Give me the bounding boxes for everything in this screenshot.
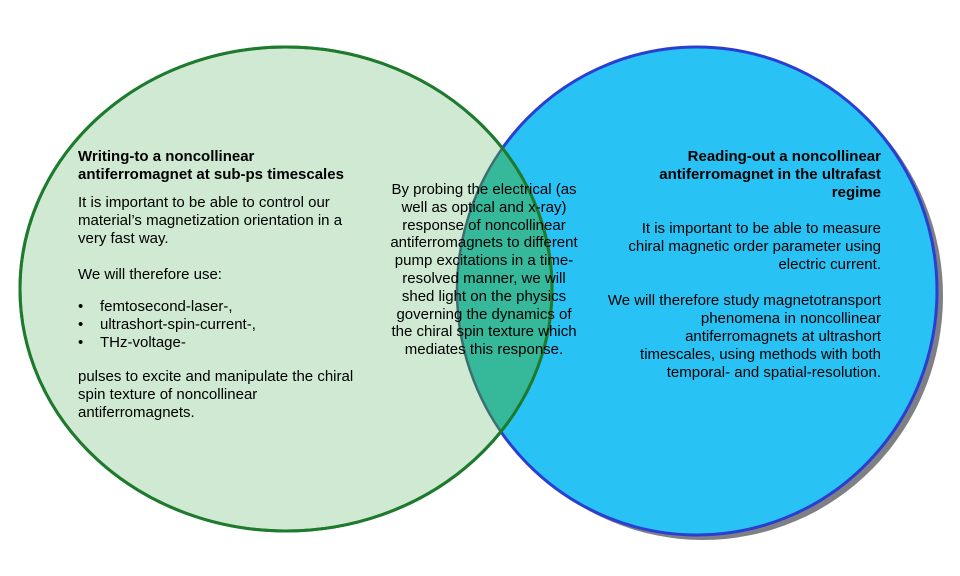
right-title: Reading-out a noncollinear antiferromagn… [659, 148, 881, 201]
left-lead: We will therefore use: [78, 266, 222, 283]
bullet-glyph: • [78, 298, 84, 315]
overlap-left-arc [455, 47, 552, 531]
left-circle-outline [18, 45, 554, 533]
bullet-glyph: • [78, 316, 84, 333]
left-intro: It is important to be able to control ou… [78, 194, 343, 247]
right-circle-text: Reading-out a noncollinear antiferromagn… [606, 148, 881, 382]
bullet-glyph: • [78, 334, 84, 351]
list-item: •femtosecond-laser-, [78, 298, 233, 315]
left-bullet-list: •femtosecond-laser-, •ultrashort-spin-cu… [78, 298, 368, 352]
right-body: We will therefore study magnetotransport… [607, 292, 881, 381]
list-item: •ultrashort-spin-current-, [78, 316, 256, 333]
list-item: •THz-voltage- [78, 334, 186, 351]
overlap-text: By probing the electrical (as well as op… [388, 181, 580, 359]
overlap-description: By probing the electrical (as well as op… [390, 181, 578, 359]
left-title: Writing-to a noncollinear antiferromagne… [78, 148, 344, 183]
right-intro: It is important to be able to measure ch… [628, 220, 881, 273]
left-circle-text: Writing-to a noncollinear antiferromagne… [78, 148, 368, 422]
left-outro: pulses to excite and manipulate the chir… [78, 368, 354, 421]
